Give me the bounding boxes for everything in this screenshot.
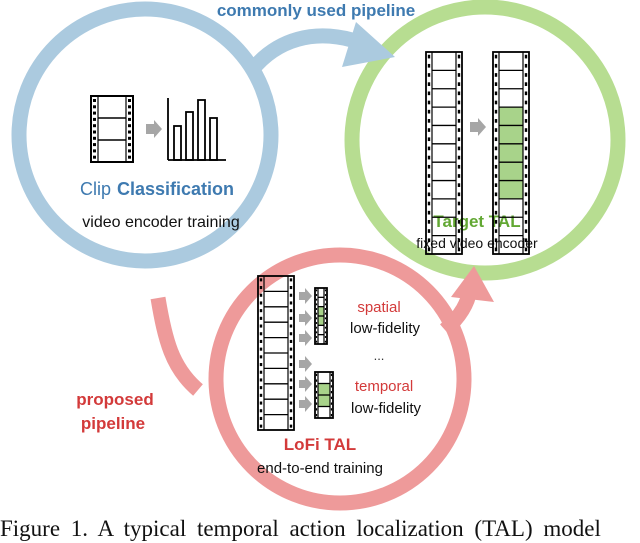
- temporal-film-strip: [314, 371, 334, 419]
- lofi-arrow-icons: [299, 288, 312, 412]
- proposed-arrow-tail: [150, 296, 204, 396]
- classification-title-prefix: Clip: [80, 179, 111, 199]
- classification-title-bold: Classification: [117, 179, 234, 199]
- target-film-strip: [425, 51, 463, 255]
- target-tal-subtitle: fixed video encoder: [416, 235, 538, 251]
- ellipsis-label: ...: [374, 348, 385, 363]
- temporal-label: temporal: [355, 378, 413, 395]
- target-film-strip-highlighted: [492, 51, 530, 255]
- lofi-tal-circle: [208, 247, 472, 511]
- spatial-label: spatial: [357, 299, 400, 316]
- classification-title: Clip Classification: [80, 179, 234, 199]
- classification-subtitle: video encoder training: [82, 214, 239, 231]
- histogram-icon: [167, 98, 226, 161]
- spatial-fidelity-label: low-fidelity: [350, 320, 421, 337]
- top-pipeline-label: commonly used pipeline: [217, 1, 415, 20]
- figure-caption: Figure 1. A typical temporal action loca…: [0, 516, 601, 541]
- proposed-label-line2: pipeline: [81, 414, 145, 433]
- clip-film-icon: [90, 95, 134, 163]
- target-tal-title: Target TAL: [433, 212, 520, 231]
- spatial-film-strip: [314, 287, 328, 345]
- proposed-label-line1: proposed: [76, 390, 153, 409]
- common-arrow-shaft: [246, 28, 354, 75]
- clip-arrow-icon: [146, 120, 162, 138]
- target-tal-circle: [344, 0, 626, 281]
- proposed-arrow-head: [451, 266, 494, 302]
- common-arrow-head: [342, 22, 395, 67]
- target-arrow-icon: [470, 118, 486, 136]
- lofi-tal-subtitle: end-to-end training: [257, 460, 383, 477]
- temporal-fidelity-label: low-fidelity: [351, 400, 422, 417]
- classification-circle: [11, 1, 279, 269]
- lofi-input-film-strip: [257, 275, 295, 431]
- lofi-tal-title: LoFi TAL: [284, 435, 356, 454]
